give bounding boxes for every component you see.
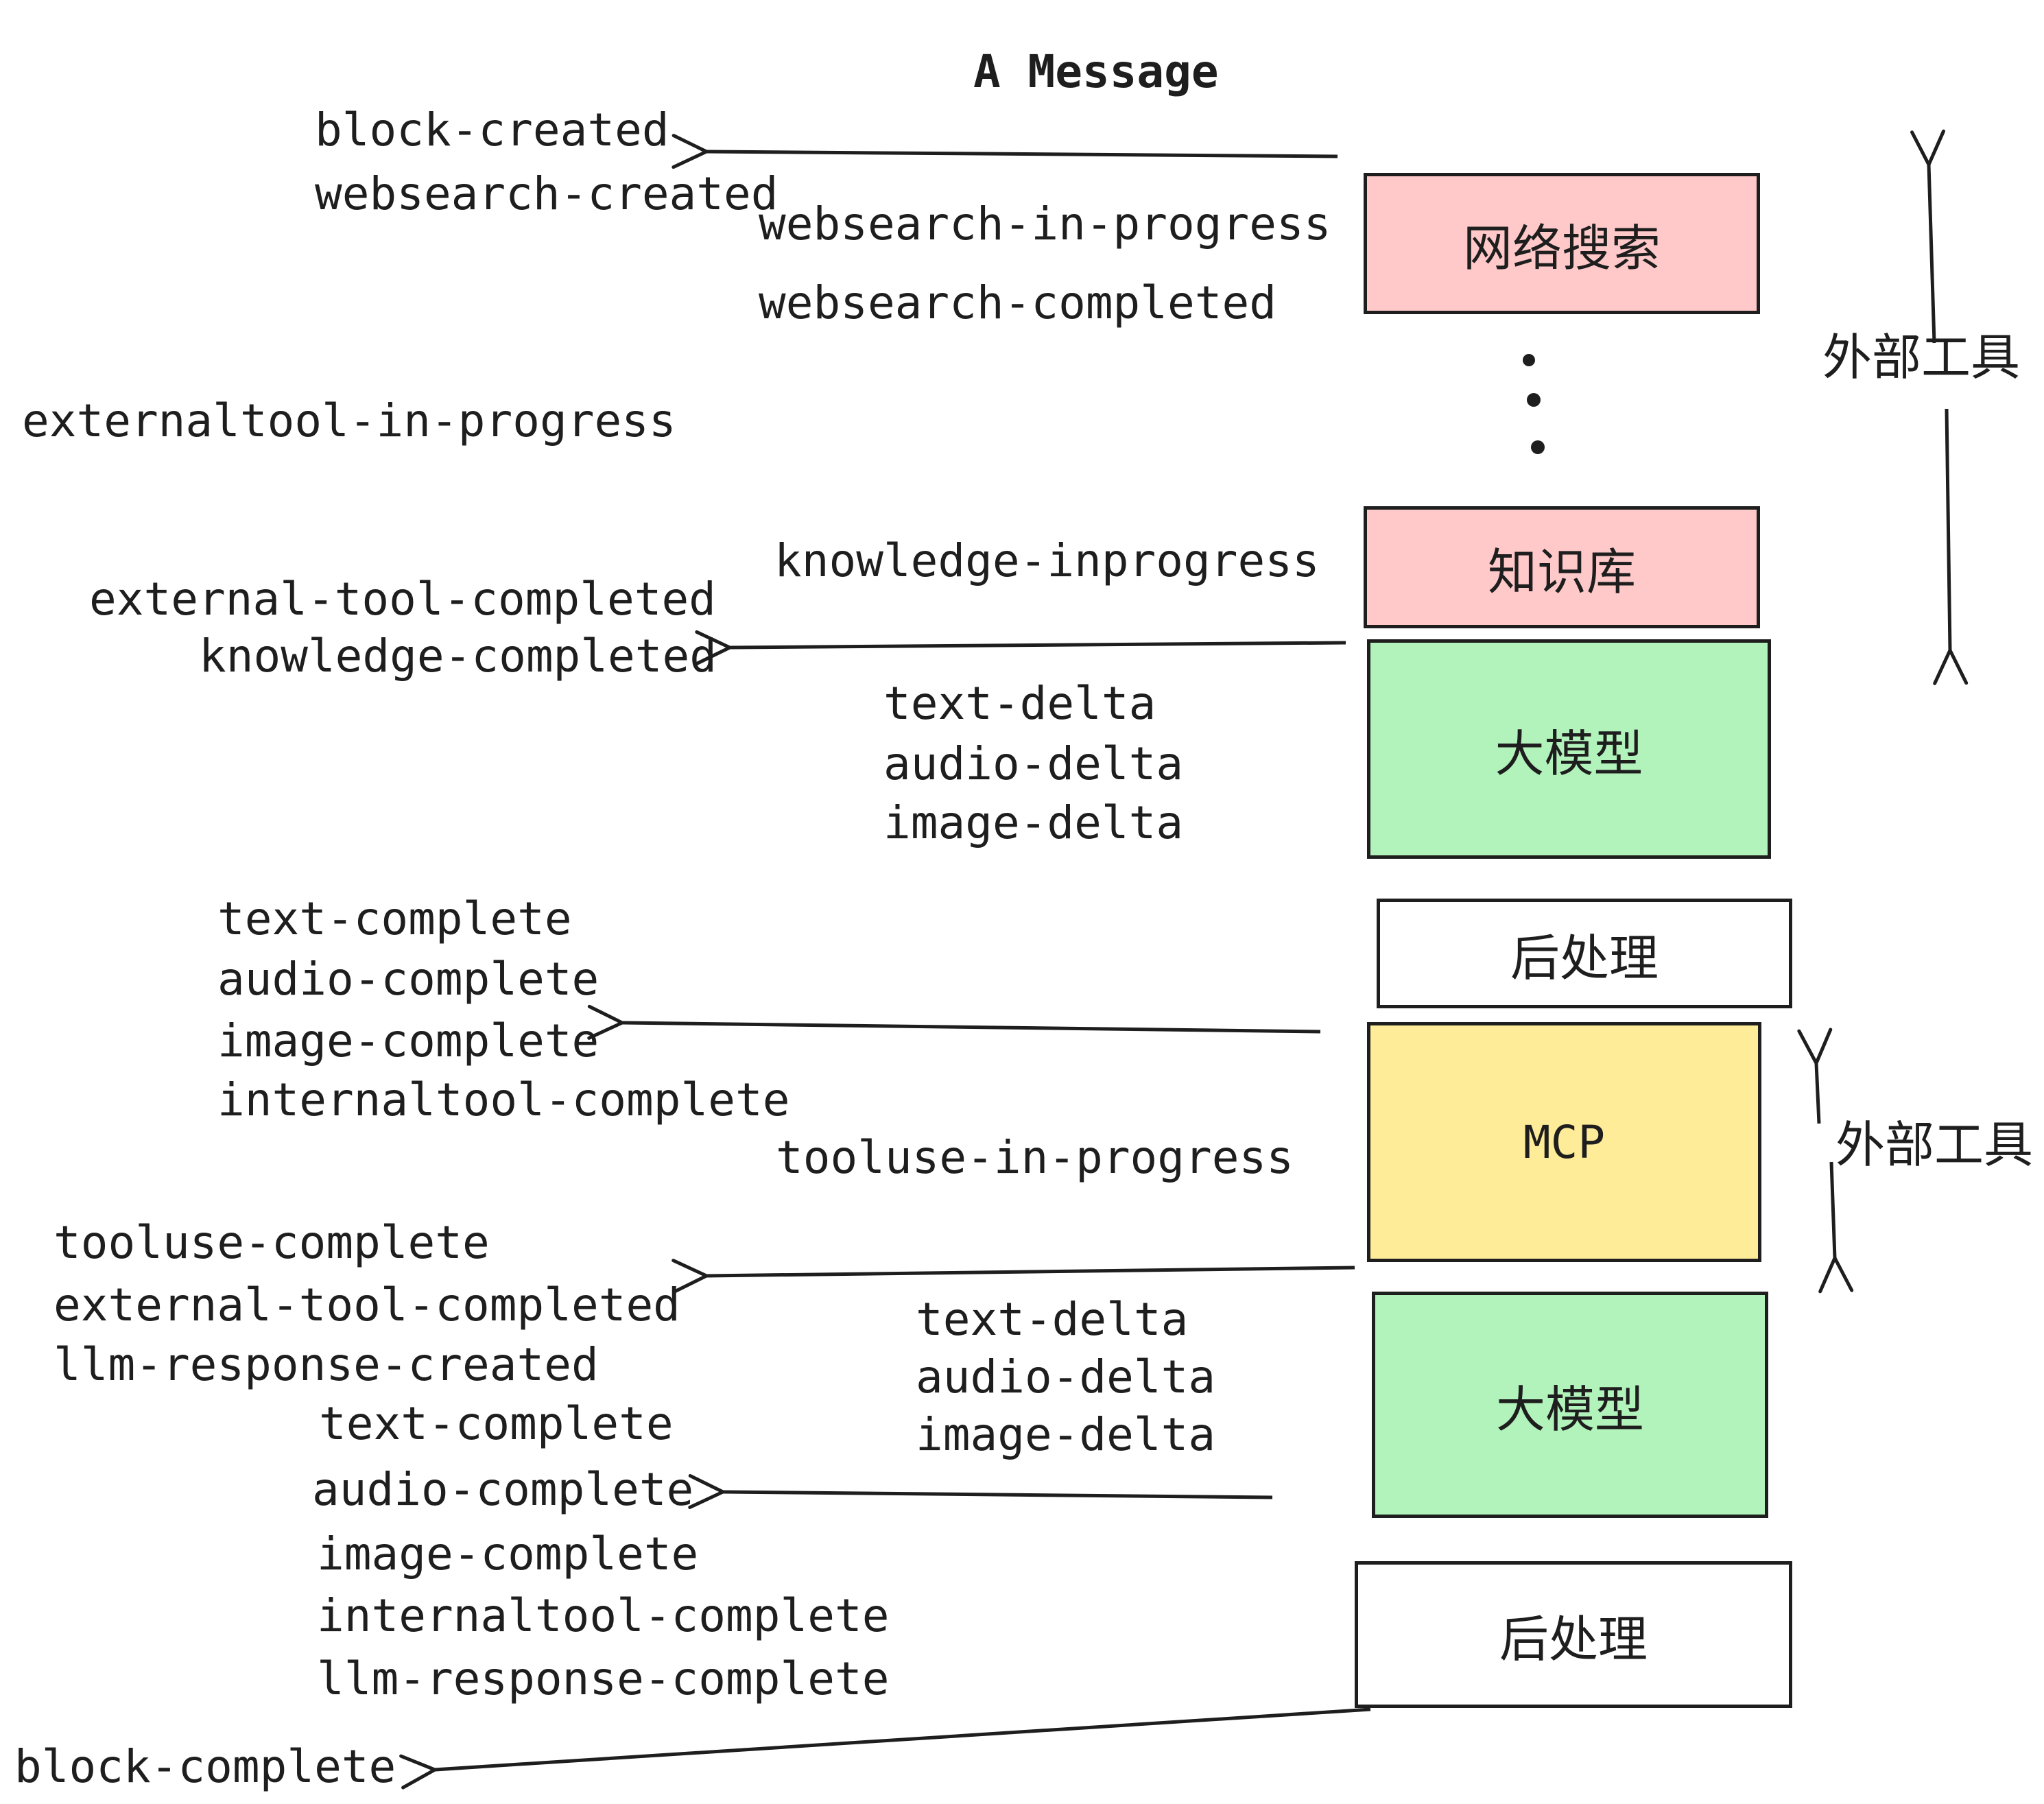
event-tooluse-in-progress: tooluse-in-progress	[776, 1131, 1294, 1184]
arrow-to-knowledge-completed	[695, 630, 1346, 665]
event-image-delta-1: image-delta	[883, 796, 1184, 849]
event-audio-complete-1: audio-complete	[217, 953, 599, 1006]
event-externaltool-in-progress: externaltool-in-progress	[22, 394, 676, 447]
event-websearch-completed: websearch-completed	[759, 276, 1276, 329]
arrow-to-audio-complete	[688, 1474, 1273, 1510]
box-llm-1-label: 大模型	[1495, 724, 1643, 783]
arrow-to-block-complete	[399, 1707, 1371, 1790]
event-external-tool-completed-1: external-tool-completed	[89, 573, 716, 626]
event-text-complete-1: text-complete	[217, 892, 572, 945]
box-knowledge: 知识库	[1364, 506, 1760, 628]
external-tools-down-arrow-2	[1818, 1161, 1854, 1294]
event-llm-response-complete: llm-response-complete	[317, 1652, 890, 1705]
event-text-delta-1: text-delta	[883, 677, 1156, 730]
event-tooluse-complete: tooluse-complete	[54, 1216, 490, 1269]
event-text-complete-2: text-complete	[319, 1397, 674, 1450]
ellipsis-dots	[1523, 354, 1545, 454]
event-image-complete-1: image-complete	[217, 1014, 599, 1067]
external-tools-up-arrow-1	[1910, 129, 1946, 344]
external-tools-up-arrow-2	[1797, 1028, 1833, 1124]
event-knowledge-completed: knowledge-completed	[199, 630, 717, 683]
box-mcp-label: MCP	[1523, 1115, 1606, 1169]
box-knowledge-label: 知识库	[1487, 543, 1636, 601]
external-tools-down-arrow-1	[1933, 408, 1969, 685]
event-internaltool-complete-1: internaltool-complete	[217, 1073, 790, 1126]
event-knowledge-inprogress: knowledge-inprogress	[774, 534, 1320, 587]
arrow-to-tooluse-complete	[672, 1259, 1355, 1294]
box-postprocess-1-label: 后处理	[1510, 929, 1659, 987]
event-audio-complete-2: audio-complete	[312, 1463, 694, 1516]
external-tools-label-2: 外部工具	[1835, 1116, 2034, 1174]
box-postprocess-2: 后处理	[1355, 1561, 1792, 1708]
box-websearch-label: 网络搜索	[1462, 219, 1661, 277]
event-image-delta-2: image-delta	[916, 1408, 1216, 1461]
event-audio-delta-2: audio-delta	[916, 1351, 1216, 1403]
arrow-to-image-complete	[587, 1004, 1321, 1040]
box-llm-2-label: 大模型	[1495, 1380, 1644, 1438]
event-external-tool-completed-2: external-tool-completed	[54, 1279, 680, 1331]
event-text-delta-2: text-delta	[916, 1293, 1189, 1346]
box-websearch: 网络搜索	[1364, 173, 1760, 314]
event-block-complete: block-complete	[14, 1740, 396, 1793]
event-internaltool-complete-2: internaltool-complete	[317, 1589, 890, 1642]
box-llm-2: 大模型	[1372, 1292, 1768, 1518]
external-tools-label-1: 外部工具	[1822, 329, 2021, 386]
diagram-title: A Message	[973, 45, 1219, 98]
box-postprocess-2-label: 后处理	[1499, 1610, 1648, 1668]
arrow-to-websearch-created	[672, 134, 1338, 169]
box-llm-1: 大模型	[1367, 639, 1771, 859]
box-mcp: MCP	[1367, 1022, 1761, 1262]
event-websearch-created: websearch-created	[315, 167, 779, 220]
event-llm-response-created: llm-response-created	[54, 1338, 599, 1391]
event-image-complete-2: image-complete	[317, 1528, 699, 1580]
box-postprocess-1: 后处理	[1377, 899, 1792, 1008]
event-websearch-in-progress: websearch-in-progress	[759, 198, 1331, 250]
event-audio-delta-1: audio-delta	[883, 737, 1184, 790]
event-block-created: block-created	[315, 104, 669, 156]
